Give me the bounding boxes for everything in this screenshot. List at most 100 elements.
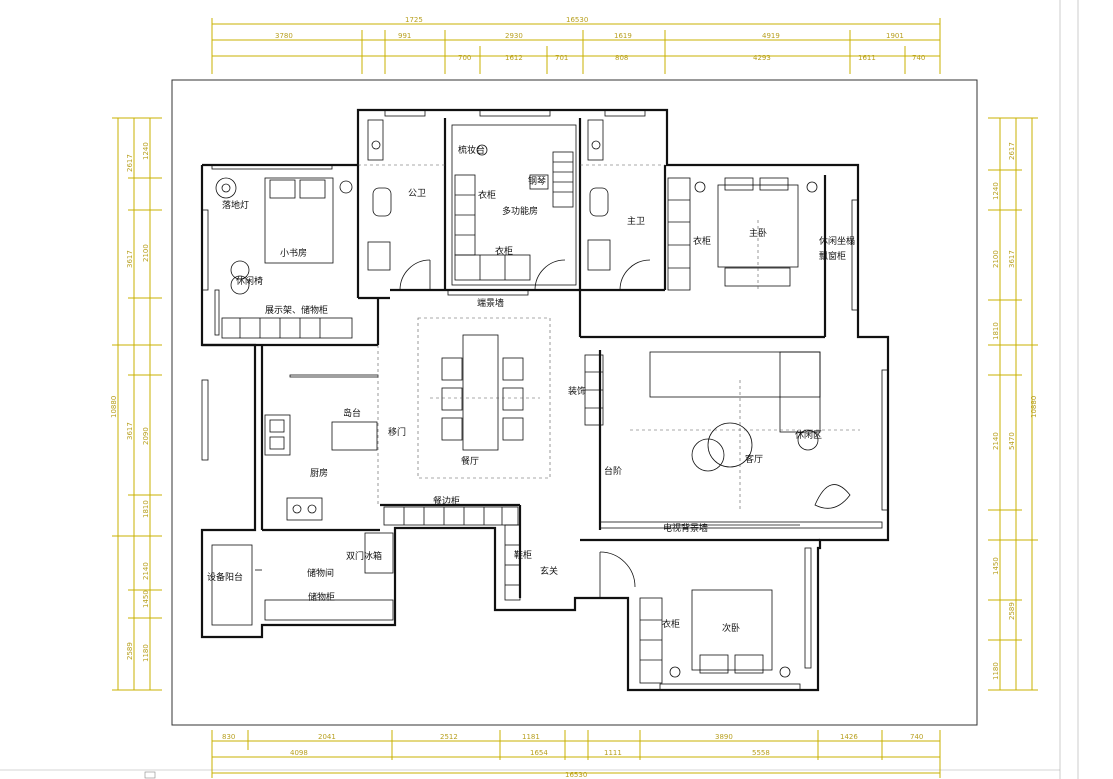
label-island: 岛台 — [343, 407, 361, 419]
dim-right-inner-5: 1450 — [992, 557, 1000, 575]
windows — [201, 109, 889, 691]
label-leisure-area: 休闲区 — [795, 429, 822, 441]
second-bedroom-furniture — [639, 589, 791, 684]
label-wardrobe-second: 衣柜 — [662, 618, 680, 630]
dim-right-inner-2: 2100 — [992, 250, 1000, 268]
dim-left-inner-7: 1180 — [142, 644, 150, 662]
label-entrance: 玄关 — [540, 565, 558, 577]
left-dimension-lines — [112, 117, 162, 691]
dim-left-inner-5: 2140 — [142, 562, 150, 580]
label-tv-backdrop: 电视背景墙 — [663, 522, 708, 534]
kitchen-furniture — [264, 345, 379, 521]
label-bay-window-cabinet: 飘窗柜 — [819, 250, 846, 262]
small-study-furniture — [214, 177, 353, 339]
entrance-door — [599, 551, 636, 598]
dim-right-mid-2: 3617 — [1008, 250, 1016, 268]
dim-bot-2512: 2512 — [440, 733, 458, 741]
label-double-door-fridge: 双门冰箱 — [346, 550, 382, 562]
label-public-bath: 公卫 — [408, 188, 426, 199]
dim-right-outer: 10880 — [1030, 396, 1038, 418]
dim-left-inner-6: 1450 — [142, 590, 150, 608]
label-lounge-chair: 休闲椅 — [236, 275, 263, 287]
dining-furniture — [417, 317, 551, 479]
public-bath-fixtures — [358, 119, 445, 291]
dim-left-mid-3: 3617 — [126, 422, 134, 440]
dim-bot-1426: 1426 — [840, 733, 858, 741]
dim-left-inner-2: 2100 — [142, 244, 150, 262]
label-floor-lamp: 落地灯 — [222, 199, 249, 211]
dim-right-inner-6: 1180 — [992, 662, 1000, 680]
dim-bot-5558: 5558 — [752, 749, 770, 757]
label-sideboard: 餐边柜 — [433, 495, 460, 507]
dim-top-4293: 4293 — [753, 54, 771, 62]
dim-bot-4098: 4098 — [290, 749, 308, 757]
label-dining-room: 餐厅 — [461, 455, 479, 467]
master-bath-fixtures — [580, 119, 665, 291]
bottom-marker — [144, 771, 156, 779]
bottom-dimension-lines — [211, 730, 941, 778]
label-end-view-wall: 端景墙 — [477, 297, 504, 309]
label-master-bath: 主卫 — [627, 215, 645, 227]
label-small-study: 小书房 — [280, 247, 307, 259]
top-dimension-lines — [211, 18, 941, 74]
label-equipment-balcony: 设备阳台 — [207, 571, 243, 583]
dim-bot-740: 740 — [910, 733, 923, 741]
dim-bot-1181: 1181 — [522, 733, 540, 741]
dim-bot-3890: 3890 — [715, 733, 733, 741]
dim-top-700: 700 — [458, 54, 471, 62]
dim-top-2930: 2930 — [505, 32, 523, 40]
dim-left-mid-1: 2617 — [126, 154, 134, 172]
label-sliding-door: 移门 — [388, 426, 406, 438]
top-dimension-texts: 1725 16530 3780 991 2930 1619 4919 1901 … — [275, 16, 925, 62]
dim-left-inner-3: 2090 — [142, 427, 150, 445]
dim-left-outer: 10880 — [110, 396, 118, 418]
label-storage-cabinet: 储物柜 — [308, 591, 335, 603]
dim-top-1901: 1901 — [886, 32, 904, 40]
bottom-dimension-texts: 830 2041 2512 1181 3890 1426 740 4098 16… — [222, 733, 923, 779]
label-multi-function-room: 多功能房 — [502, 205, 538, 217]
label-second-bedroom: 次卧 — [722, 622, 740, 634]
label-steps: 台阶 — [604, 465, 622, 477]
dim-top-1612: 1612 — [505, 54, 523, 62]
dim-right-inner-1: 1240 — [992, 182, 1000, 200]
dim-left-inner-4: 1810 — [142, 500, 150, 518]
dim-top-1611: 1611 — [858, 54, 876, 62]
label-living-room: 客厅 — [745, 453, 763, 465]
label-display-storage-cabinet: 展示架、储物柜 — [265, 304, 328, 316]
dim-left-inner-1: 1240 — [142, 142, 150, 160]
exterior-walls — [200, 108, 890, 692]
dim-right-inner-4: 2140 — [992, 432, 1000, 450]
multi-function-furniture — [451, 124, 577, 291]
room-labels: 小书房 落地灯 休闲椅 展示架、储物柜 公卫 梳妆台 衣柜 钢琴 多功能房 衣柜… — [207, 144, 855, 634]
label-kitchen: 厨房 — [310, 467, 328, 479]
label-leisure-bay-window: 休闲坐榻 — [819, 235, 855, 247]
label-dressing-table: 梳妆台 — [458, 144, 485, 156]
left-dimension-texts: 10880 2617 3617 3617 2589 1240 2100 2090… — [110, 142, 150, 662]
end-view-wall-bar — [447, 289, 529, 296]
label-shoe-cabinet: 鞋柜 — [514, 549, 532, 561]
label-storage-room: 储物间 — [307, 567, 334, 579]
living-room-furniture — [584, 351, 883, 529]
label-decor: 装饰 — [568, 385, 586, 397]
dim-top-1619: 1619 — [614, 32, 632, 40]
dim-bot-16530: 16530 — [565, 771, 587, 779]
dim-left-mid-2: 3617 — [126, 250, 134, 268]
dim-right-mid-4: 2589 — [1008, 602, 1016, 620]
dim-left-mid-4: 2589 — [126, 642, 134, 660]
right-dimension-texts: 10880 2617 3617 5470 2589 1240 2100 1810… — [992, 142, 1038, 680]
label-piano: 钢琴 — [528, 175, 546, 187]
dim-top-3780: 3780 — [275, 32, 293, 40]
label-wardrobe-master: 衣柜 — [693, 235, 711, 247]
label-wardrobe-lower: 衣柜 — [495, 245, 513, 257]
label-master-bedroom: 主卧 — [749, 227, 767, 239]
dim-top-4919: 4919 — [762, 32, 780, 40]
dim-top-808: 808 — [615, 54, 628, 62]
dim-bot-830: 830 — [222, 733, 235, 741]
dim-bot-2041: 2041 — [318, 733, 336, 741]
dim-top-16530: 16530 — [566, 16, 588, 24]
master-bedroom-furniture — [667, 177, 818, 291]
dim-right-mid-3: 5470 — [1008, 432, 1016, 450]
dim-top-1725: 1725 — [405, 16, 423, 24]
storage-furniture — [211, 532, 394, 626]
